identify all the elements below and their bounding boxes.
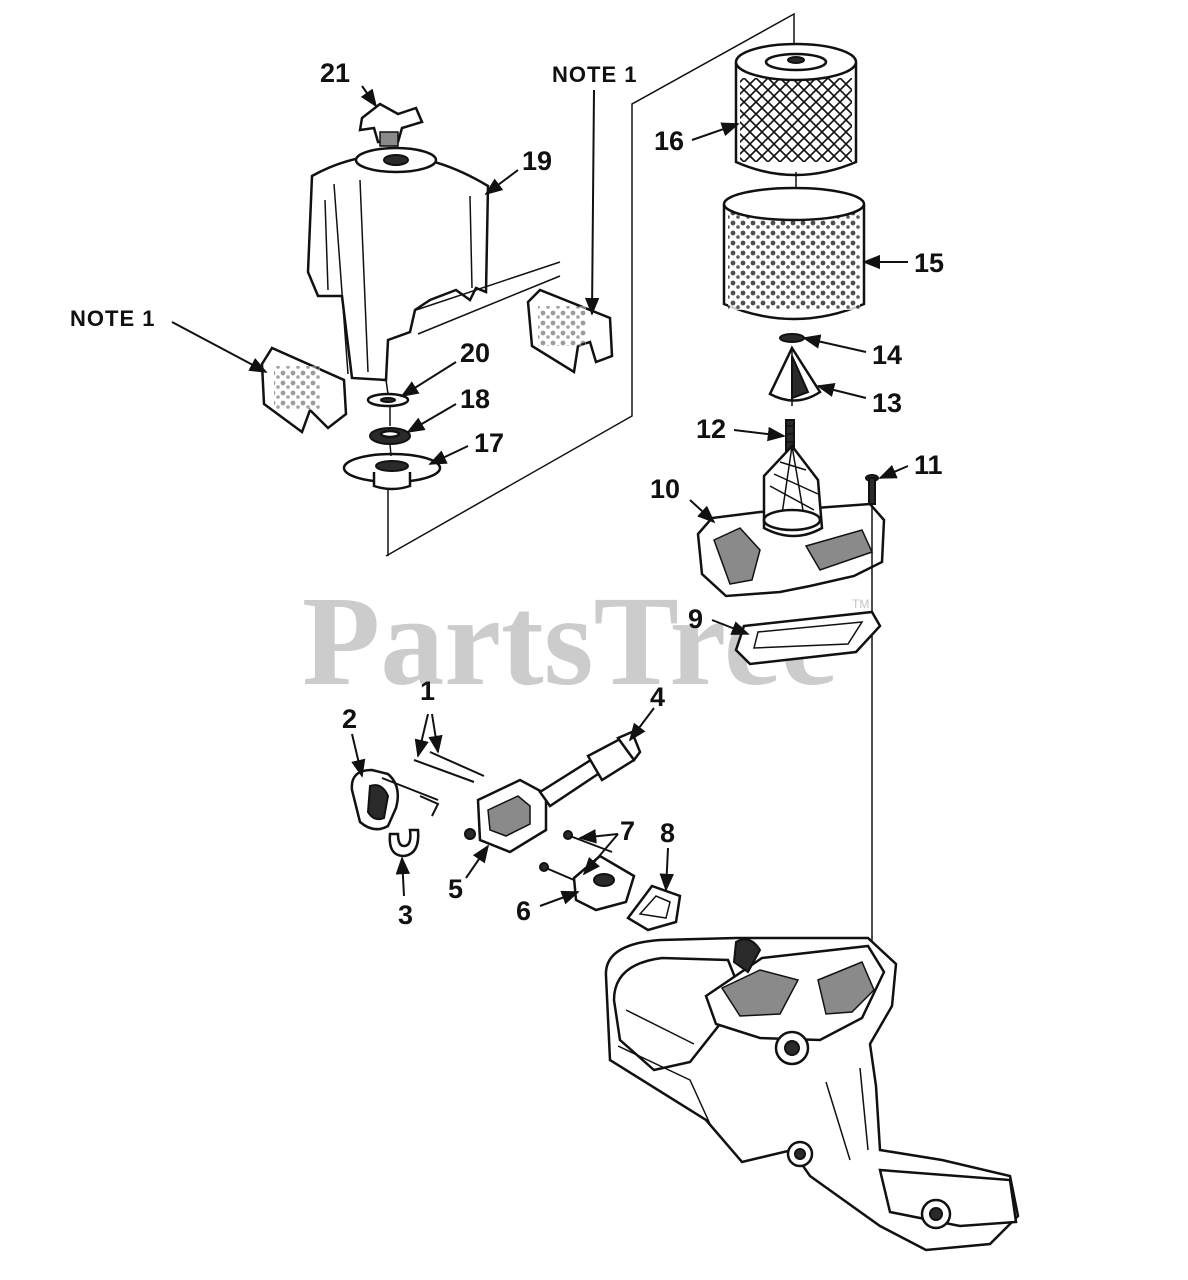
filter-stack — [722, 42, 866, 457]
watermark-trademark: TM — [852, 597, 869, 611]
callout-9: 9 — [688, 604, 703, 634]
part-14-washer — [779, 333, 805, 343]
part-15-pre-filter — [722, 186, 866, 321]
callout-10: 10 — [650, 474, 680, 504]
part-8-gasket — [626, 884, 682, 932]
callout-20: 20 — [460, 338, 490, 368]
part-13-cone-filter — [768, 345, 822, 406]
callout-5: 5 — [448, 874, 463, 904]
callout-8: 8 — [660, 818, 675, 848]
callout-15: 15 — [914, 248, 944, 278]
engine-housing — [604, 936, 1020, 1252]
note-right-label: NOTE 1 — [552, 62, 637, 87]
part-17-base-plate — [342, 452, 442, 491]
left-filter-pad — [260, 346, 348, 434]
callout-14: 14 — [872, 340, 902, 370]
right-filter-pad — [526, 288, 614, 375]
leader-lines — [171, 85, 909, 907]
part-16-filter-element — [734, 42, 858, 177]
callout-2: 2 — [342, 704, 357, 734]
part-2-boot — [350, 768, 399, 831]
part-11-screw — [865, 474, 879, 505]
callout-21: 21 — [320, 58, 350, 88]
callout-18: 18 — [460, 384, 490, 414]
callout-12: 12 — [696, 414, 726, 444]
part-18-nut — [369, 427, 411, 445]
callout-1: 1 — [420, 676, 435, 706]
cover-assembly — [260, 102, 614, 556]
part-5-carburetor — [464, 756, 606, 854]
note-left-label: NOTE 1 — [70, 306, 155, 331]
callout-17: 17 — [474, 428, 504, 458]
part-3-clamp — [388, 828, 420, 858]
callout-7: 7 — [620, 816, 635, 846]
callout-3: 3 — [398, 900, 413, 930]
part-10-air-box-base — [696, 444, 886, 598]
callout-6: 6 — [516, 896, 531, 926]
callout-11: 11 — [914, 450, 943, 480]
part-6-spacer — [572, 854, 636, 912]
assembly-bracket-line — [385, 12, 795, 557]
part-1-screws — [381, 751, 485, 817]
part-21-wing-nut — [358, 102, 424, 147]
callout-4: 4 — [650, 682, 665, 712]
callout-13: 13 — [872, 388, 902, 418]
callout-16: 16 — [654, 126, 684, 156]
part-19-air-cleaner-cover — [306, 146, 561, 382]
callout-19: 19 — [522, 146, 552, 176]
callout-labels: NOTE 1 NOTE 1 21 19 20 18 17 16 15 14 13… — [70, 58, 944, 930]
